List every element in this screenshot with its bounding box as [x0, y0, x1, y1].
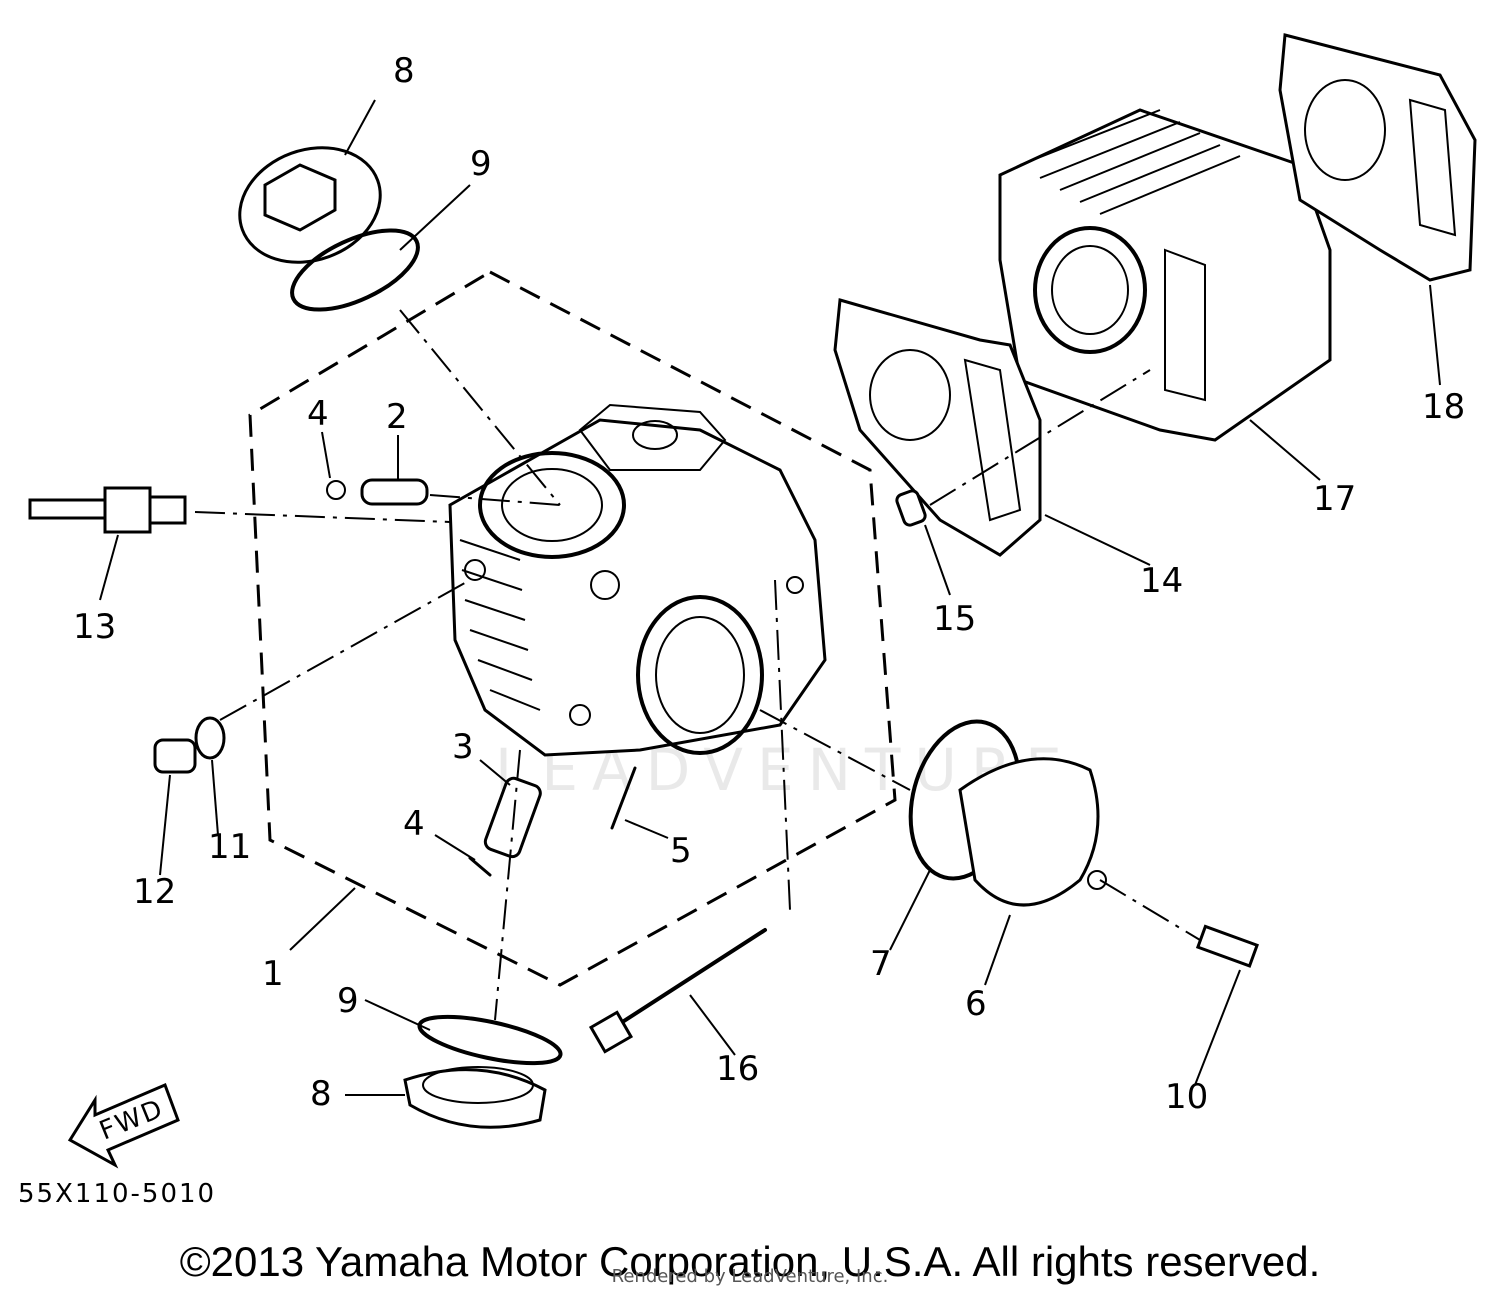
stud-bolt — [588, 928, 767, 1054]
copyright-notice: ©2013 Yamaha Motor Corporation, U.S.A. A… — [179, 1238, 1321, 1285]
spark-plug — [28, 486, 187, 534]
cylinder-head — [448, 403, 827, 757]
callout-18: 18 — [1422, 387, 1465, 427]
callout-10: 10 — [1165, 1077, 1208, 1117]
part-code: 55X110-5010 — [18, 1179, 216, 1209]
gasket-14 — [833, 298, 1042, 557]
alignment-lines — [194, 309, 1201, 1021]
filler-cap-top — [238, 146, 420, 312]
dowel-15 — [895, 489, 927, 527]
leader-lines — [99, 99, 1441, 1096]
filler-cap-bottom — [403, 1014, 563, 1129]
drain-bolt — [153, 716, 226, 774]
tappet-cover — [908, 719, 1107, 907]
forward-arrow: FWD — [67, 1083, 180, 1169]
callout-2: 2 — [386, 397, 408, 437]
callout-9a: 9 — [470, 144, 492, 184]
callout-16: 16 — [716, 1049, 759, 1089]
callout-8b: 8 — [310, 1074, 332, 1114]
callout-labels: 1 2 3 4 4 5 6 7 8 8 9 9 10 11 12 13 14 1… — [73, 51, 1465, 1117]
rendered-by-text: Rendered by LeadVenture, Inc. — [611, 1266, 889, 1287]
callout-5: 5 — [670, 831, 692, 871]
assembly-boundary — [248, 270, 897, 987]
callout-11: 11 — [208, 827, 251, 867]
callout-6: 6 — [965, 984, 987, 1024]
gasket-18 — [1278, 33, 1477, 282]
callout-7: 7 — [870, 944, 892, 984]
callout-4b: 4 — [403, 804, 425, 844]
cylinder-block — [998, 108, 1332, 442]
bolt-10 — [1195, 924, 1259, 968]
callout-4a: 4 — [307, 394, 329, 434]
callout-13: 13 — [73, 607, 116, 647]
callout-8a: 8 — [393, 51, 415, 91]
callout-14: 14 — [1140, 561, 1183, 601]
callout-3: 3 — [452, 727, 474, 767]
callout-12: 12 — [133, 872, 176, 912]
callout-17: 17 — [1313, 479, 1356, 519]
callout-1: 1 — [262, 954, 284, 994]
callout-9b: 9 — [337, 981, 359, 1021]
callout-15: 15 — [933, 599, 976, 639]
